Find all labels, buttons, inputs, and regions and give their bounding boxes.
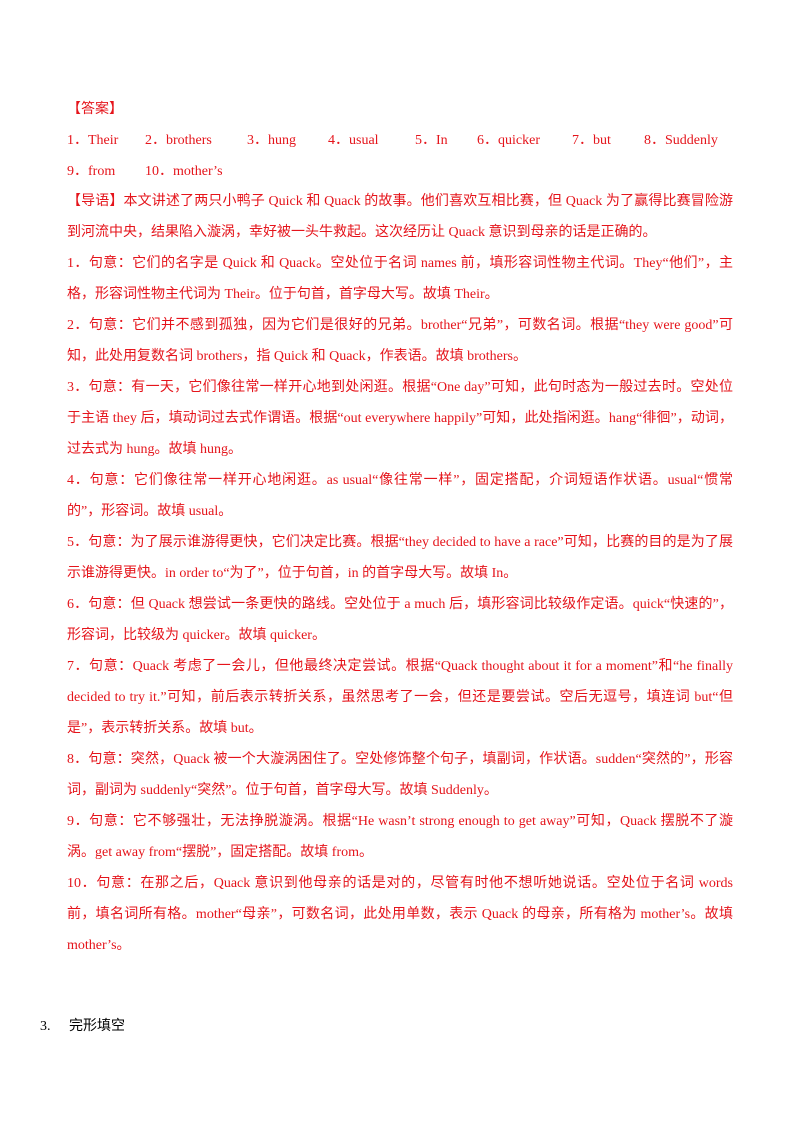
answer-item: 7．but <box>572 133 611 148</box>
explanation-item: 10．句意：在那之后，Quack 意识到他母亲的话是对的，尽管有时他不想听她说话… <box>67 876 733 953</box>
explanation-item: 7．句意：Quack 考虑了一会儿，但他最终决定尝试。根据“Quack thou… <box>67 659 733 736</box>
explanation-item: 1．句意：它们的名字是 Quick 和 Quack。空处位于名词 names 前… <box>67 256 733 302</box>
explanation-item: 9．句意：它不够强壮，无法挣脱漩涡。根据“He wasn’t strong en… <box>67 814 733 860</box>
answer-item: 4．usual <box>328 133 379 148</box>
explanation-item: 2．句意：它们并不感到孤独，因为它们是很好的兄弟。brother“兄弟”，可数名… <box>67 318 733 364</box>
answer-heading: 【答案】 <box>67 102 123 117</box>
answer-item: 6．quicker <box>477 133 540 148</box>
explanation-item: 6．句意：但 Quack 想尝试一条更快的路线。空处位于 a much 后，填形… <box>67 597 733 643</box>
explanation-item: 5．句意：为了展示谁游得更快，它们决定比赛。根据“they decided to… <box>67 535 733 581</box>
explanation-item: 4．句意：它们像往常一样开心地闲逛。as usual“像往常一样”，固定搭配，介… <box>67 473 733 519</box>
answer-item: 2．brothers <box>145 133 212 148</box>
section-heading: 3. 完形填空 <box>40 1011 125 1042</box>
answer-item: 3．hung <box>247 133 296 148</box>
guide-paragraph: 【导语】本文讲述了两只小鸭子 Quick 和 Quack 的故事。他们喜欢互相比… <box>67 194 733 240</box>
answer-row-1: 1．Their 2．brothers 3．hung 4．usual 5．In 6．quic… <box>67 125 718 156</box>
answer-item: 10．mother’s <box>145 164 223 179</box>
answer-item: 1．Their <box>67 133 119 148</box>
section-number: 3. <box>40 1019 51 1034</box>
explanation-list: 1．句意：它们的名字是 Quick 和 Quack。空处位于名词 names 前… <box>67 248 733 961</box>
answer-row-2: 9．from 10．mother’s <box>67 156 223 187</box>
explanation-item: 8．句意：突然，Quack 被一个大漩涡困住了。空处修饰整个句子，填副词，作状语… <box>67 752 733 798</box>
explanation-item: 3．句意：有一天，它们像往常一样开心地到处闲逛。根据“One day”可知，此句… <box>67 380 733 457</box>
answer-item: 8．Suddenly <box>644 133 718 148</box>
answer-item: 5．In <box>415 133 448 148</box>
section-title: 完形填空 <box>69 1019 125 1034</box>
answer-item: 9．from <box>67 164 116 179</box>
